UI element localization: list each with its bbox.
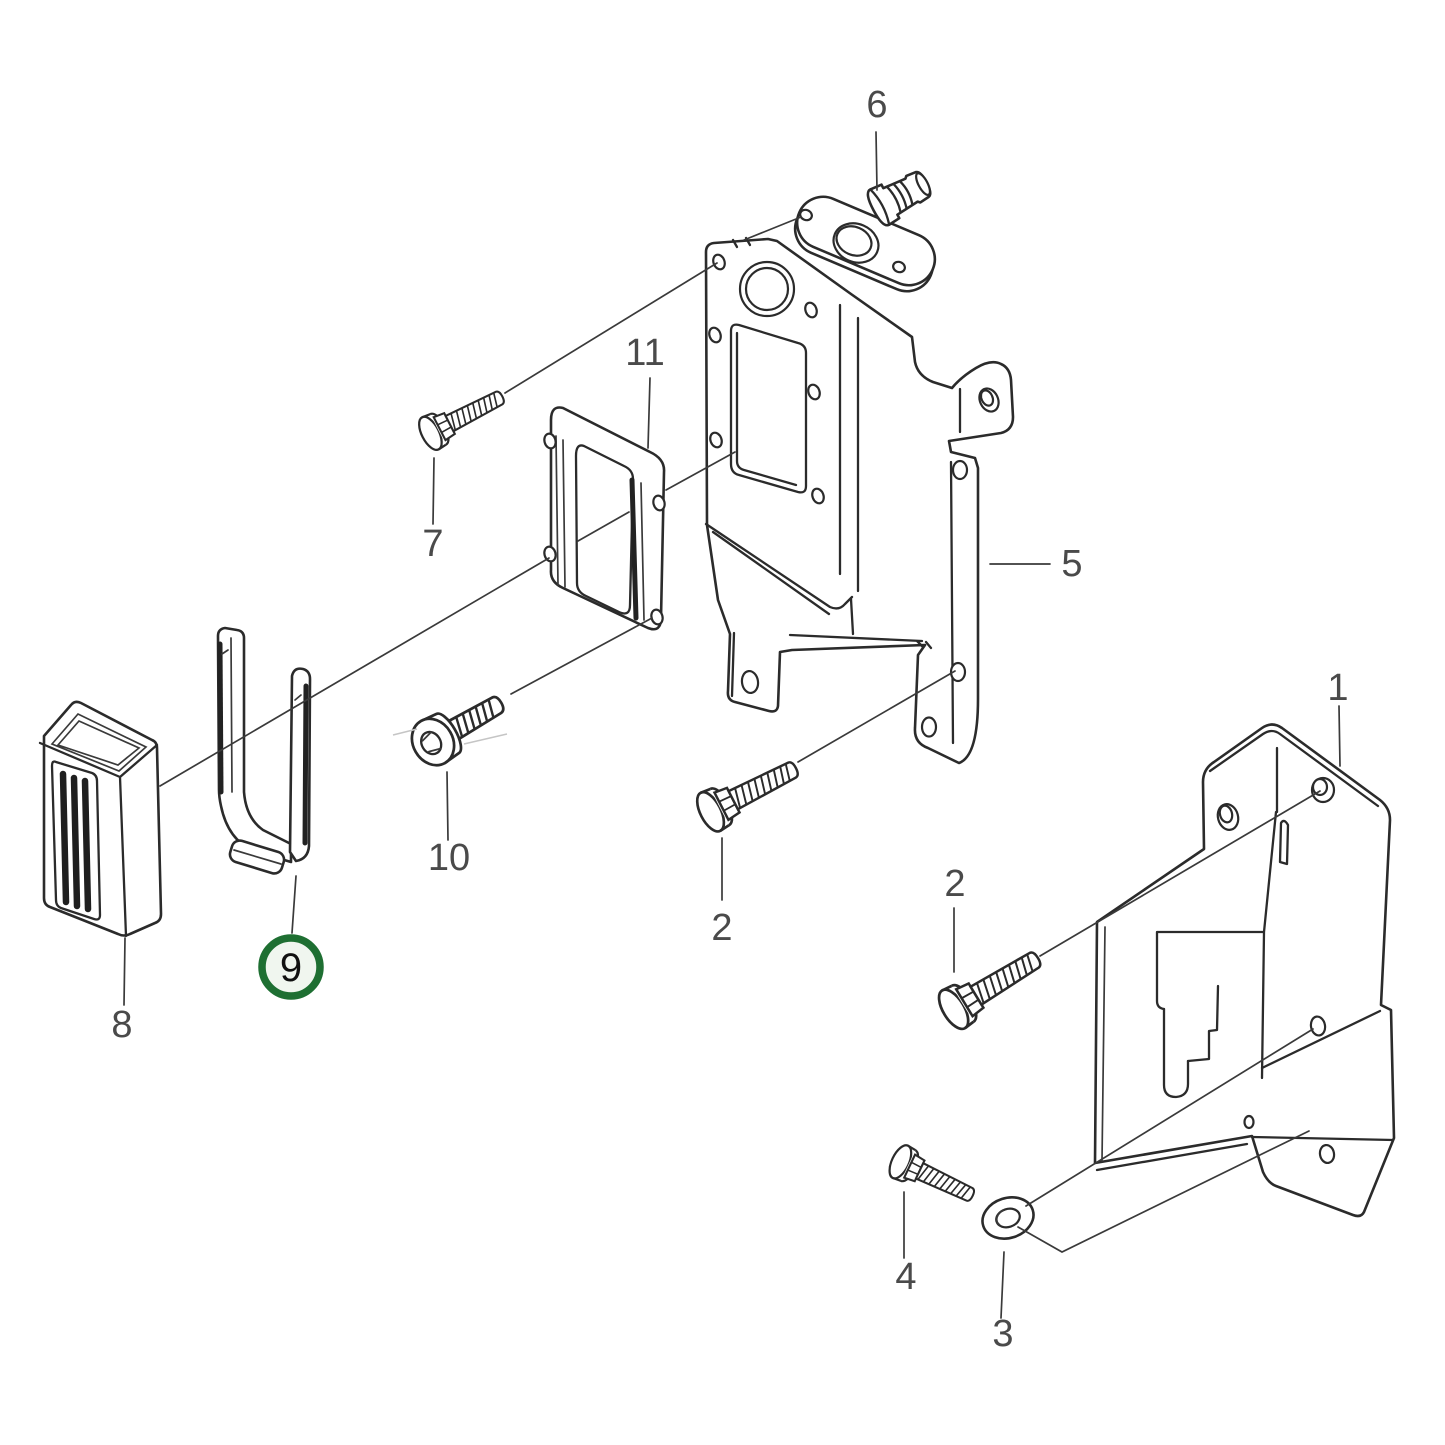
part-1-mounting-bracket bbox=[1093, 723, 1396, 1218]
callout-5: 5 bbox=[989, 543, 1083, 585]
boot-grille-slots bbox=[59, 770, 92, 913]
callout-4-label: 4 bbox=[895, 1256, 916, 1298]
part-9-retainer-clip bbox=[216, 626, 312, 875]
part-11-gasket-frame bbox=[543, 406, 666, 631]
part-5-main-bracket bbox=[704, 236, 1015, 765]
callout-10-label: 10 bbox=[428, 837, 470, 879]
callout-8: 8 bbox=[111, 937, 133, 1046]
part-7-flange-bolt bbox=[413, 379, 512, 455]
callout-2-right: 2 bbox=[944, 863, 966, 973]
callout-2-left-label: 2 bbox=[711, 907, 732, 949]
hook-cutout bbox=[1155, 930, 1265, 1130]
callout-11-label: 11 bbox=[625, 332, 664, 374]
callout-8-label: 8 bbox=[111, 1004, 132, 1046]
callout-6-label: 6 bbox=[866, 84, 887, 126]
callout-4: 4 bbox=[895, 1191, 917, 1298]
callout-7: 7 bbox=[422, 457, 444, 565]
callout-7-label: 7 bbox=[422, 523, 443, 565]
callout-2-right-label: 2 bbox=[944, 863, 965, 905]
callout-1-label: 1 bbox=[1327, 667, 1348, 709]
assembly-leader-lines bbox=[159, 216, 1321, 1253]
callout-3-label: 3 bbox=[992, 1313, 1013, 1355]
callout-2-left: 2 bbox=[711, 837, 733, 949]
callout-6: 6 bbox=[866, 84, 888, 191]
part-3-washer bbox=[981, 1196, 1035, 1240]
bracket-window-opening bbox=[729, 323, 808, 494]
part-6-flanged-fitting bbox=[793, 170, 937, 293]
part-2-flange-bolt-left bbox=[690, 747, 807, 837]
callout-9-label: 9 bbox=[280, 946, 302, 990]
callout-11: 11 bbox=[625, 332, 665, 449]
callout-10: 10 bbox=[428, 771, 470, 879]
part-2-flange-bolt-right bbox=[931, 937, 1051, 1035]
callout-9-highlighted: 9 bbox=[258, 875, 324, 1000]
highlight-circle-part-9 bbox=[258, 934, 324, 1000]
part-10-socket-head-screw bbox=[410, 695, 505, 767]
gasket-shaded-edge bbox=[629, 477, 639, 621]
hose-nipple bbox=[866, 170, 932, 227]
callout-5-label: 5 bbox=[1061, 543, 1082, 585]
callout-3: 3 bbox=[992, 1251, 1014, 1355]
part-4-flange-bolt bbox=[883, 1140, 982, 1214]
callouts: 1 2 2 3 4 5 6 7 bbox=[111, 84, 1348, 1355]
callout-1: 1 bbox=[1327, 667, 1349, 767]
part-8-connector-boot bbox=[38, 700, 163, 938]
